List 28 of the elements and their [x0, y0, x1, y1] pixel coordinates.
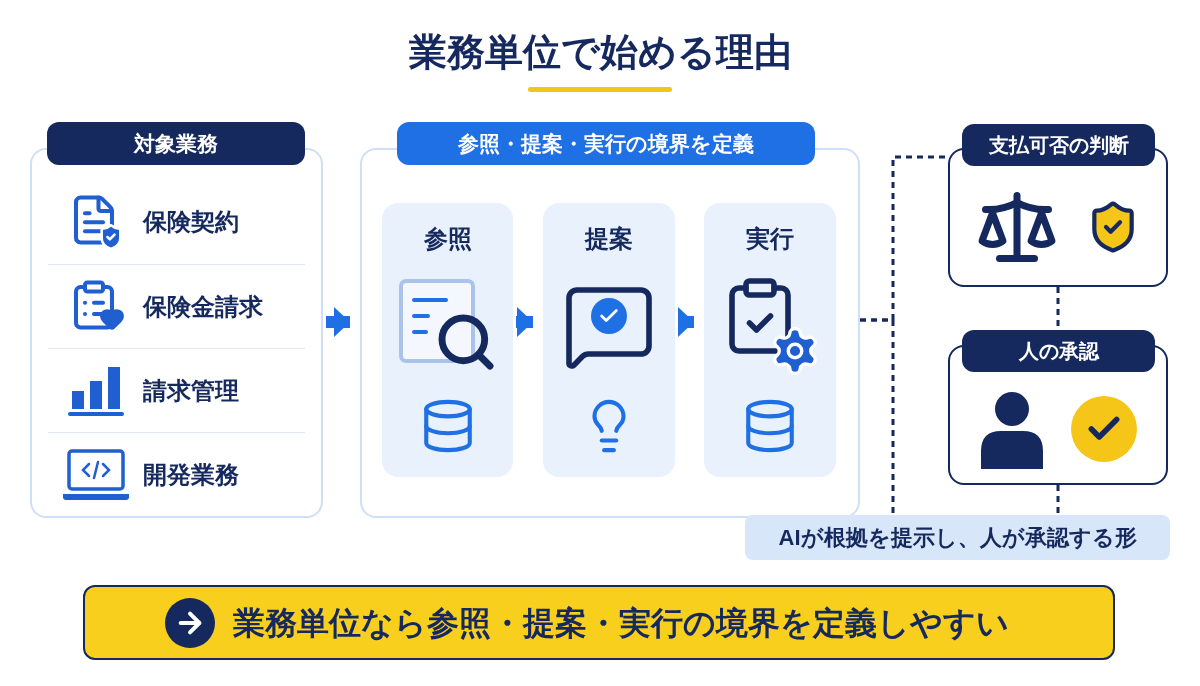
- task-label: 請求管理: [143, 375, 239, 406]
- task-label: 開発業務: [143, 459, 239, 490]
- card-heading: 支払可否の判断: [962, 124, 1155, 166]
- dashed-connector: [1056, 485, 1060, 515]
- card-heading: 人の承認: [962, 330, 1155, 372]
- phase-card: [704, 203, 836, 477]
- conclusion-banner: [83, 585, 1115, 660]
- dashed-connector: [860, 318, 895, 515]
- task-panel: [30, 122, 323, 518]
- phase-card: [543, 203, 675, 477]
- task-label: 保険金請求: [143, 291, 263, 322]
- note-box: [745, 515, 1170, 560]
- title: 業務単位で始める理由: [408, 30, 792, 75]
- panel-heading: 対象業務: [47, 122, 305, 165]
- note-text: AIが根拠を提示し、人が承認する形: [778, 524, 1137, 552]
- phase-panel: [360, 122, 860, 518]
- phase-title: 提案: [585, 224, 633, 254]
- panel-heading: 参照・提案・実行の境界を定義: [397, 122, 815, 165]
- phase-card: [382, 203, 513, 477]
- task-label: 保険契約: [143, 207, 239, 237]
- phase-title: 参照: [423, 224, 472, 254]
- decision-card: [948, 124, 1168, 287]
- arrow: [516, 307, 533, 337]
- phase-title: 実行: [746, 224, 794, 254]
- arrow: [326, 307, 350, 337]
- conclusion-text: 業務単位なら参照・提案・実行の境界を定義しやすい: [233, 603, 1009, 643]
- decision-card: [948, 330, 1168, 485]
- arrow: [678, 307, 694, 337]
